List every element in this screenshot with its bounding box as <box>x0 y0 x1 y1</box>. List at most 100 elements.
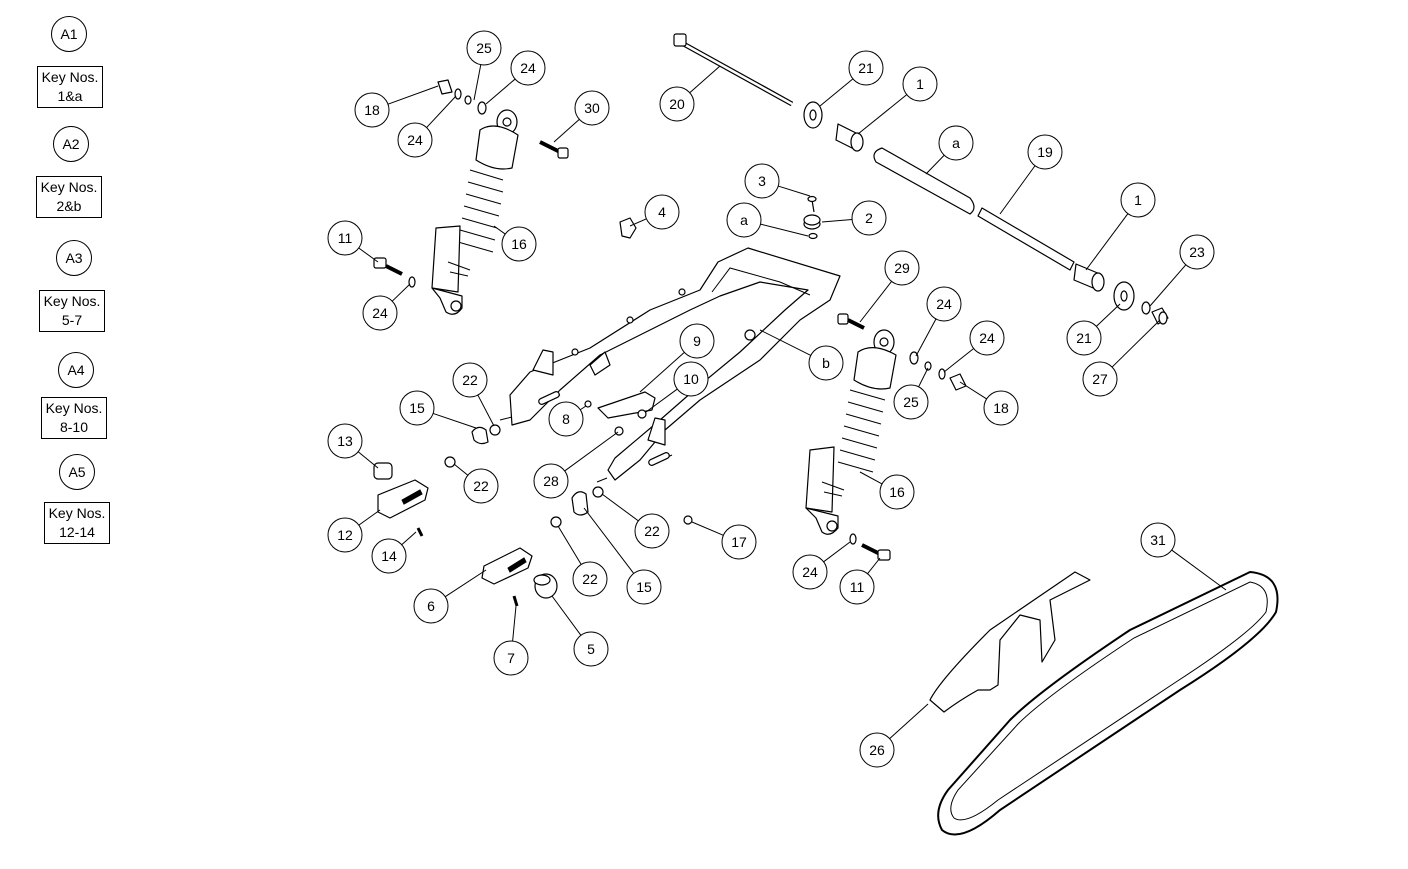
nut-27[interactable] <box>1151 307 1169 325</box>
nut-22-a[interactable] <box>489 424 501 436</box>
callout-22[interactable]: 22 <box>463 468 499 504</box>
callout-27[interactable]: 27 <box>1082 361 1118 397</box>
leader-line <box>1096 303 1121 327</box>
nut-22-d[interactable] <box>550 516 562 528</box>
callout-25[interactable]: 25 <box>893 384 929 420</box>
washer-23[interactable] <box>1141 301 1151 315</box>
callout-8[interactable]: 8 <box>548 401 584 437</box>
washer-24-c[interactable] <box>454 88 462 100</box>
callout-circle <box>859 732 895 768</box>
washer-21-lower[interactable] <box>1113 281 1135 311</box>
callout-b[interactable]: b <box>808 345 844 381</box>
callout-1[interactable]: 1 <box>1120 182 1156 218</box>
callout-2[interactable]: 2 <box>851 200 887 236</box>
bush-1-lower[interactable] <box>1073 263 1105 292</box>
plate-15-a[interactable] <box>471 426 489 445</box>
swing-arm[interactable] <box>499 247 841 483</box>
spindle-19[interactable] <box>977 207 1075 271</box>
callout-24[interactable]: 24 <box>792 554 828 590</box>
nut-22-c[interactable] <box>592 486 604 498</box>
bolt-30[interactable] <box>539 140 569 159</box>
nut-8[interactable] <box>584 400 592 408</box>
callout-17[interactable]: 17 <box>721 524 757 560</box>
callout-14[interactable]: 14 <box>371 538 407 574</box>
bolt-11-upper[interactable] <box>373 257 403 276</box>
callout-21[interactable]: 21 <box>1066 320 1102 356</box>
callout-22[interactable]: 22 <box>634 513 670 549</box>
bush-1-upper[interactable] <box>835 123 864 152</box>
washer-24-d[interactable] <box>477 101 487 115</box>
callout-10[interactable]: 10 <box>673 361 709 397</box>
pin-7[interactable] <box>512 595 519 607</box>
callout-16[interactable]: 16 <box>501 226 537 262</box>
callout-24[interactable]: 24 <box>510 50 546 86</box>
washer-24-a[interactable] <box>408 276 416 288</box>
washer-25-lower[interactable] <box>924 361 932 371</box>
leader-line <box>477 394 495 427</box>
pivot-bolt[interactable] <box>673 33 794 107</box>
nut-22-b[interactable] <box>444 456 456 468</box>
nut-17[interactable] <box>683 515 693 525</box>
washer-24-f[interactable] <box>938 368 946 380</box>
washer-21-upper[interactable] <box>803 101 823 129</box>
chain-guard-26[interactable] <box>929 571 1091 713</box>
nut-18-lower[interactable] <box>949 373 967 391</box>
callout-18[interactable]: 18 <box>354 92 390 128</box>
shock-absorber-left[interactable] <box>431 109 519 315</box>
shock-absorber-right[interactable] <box>805 329 897 535</box>
callout-1[interactable]: 1 <box>902 66 938 102</box>
bolt-29[interactable] <box>837 313 865 330</box>
bush-2[interactable] <box>803 214 821 230</box>
drive-chain-31[interactable] <box>937 570 1279 836</box>
washer-25-upper[interactable] <box>464 95 472 105</box>
roller-5[interactable] <box>533 573 558 599</box>
callout-24[interactable]: 24 <box>397 122 433 158</box>
callout-15[interactable]: 15 <box>626 569 662 605</box>
pin-14[interactable] <box>416 527 424 537</box>
callout-9[interactable]: 9 <box>679 323 715 359</box>
callout-29[interactable]: 29 <box>884 250 920 286</box>
callout-20[interactable]: 20 <box>659 86 695 122</box>
callout-7[interactable]: 7 <box>493 640 529 676</box>
callout-12[interactable]: 12 <box>327 517 363 553</box>
callout-24[interactable]: 24 <box>926 286 962 322</box>
washer-a[interactable] <box>808 232 818 240</box>
spacer-tube-a[interactable] <box>873 147 975 215</box>
leader-line <box>357 451 379 469</box>
bolt-11-lower[interactable] <box>861 543 891 561</box>
adjuster-6[interactable] <box>481 547 533 585</box>
callout-19[interactable]: 19 <box>1027 134 1063 170</box>
callout-5[interactable]: 5 <box>573 631 609 667</box>
callout-24[interactable]: 24 <box>362 295 398 331</box>
callout-23[interactable]: 23 <box>1179 234 1215 270</box>
callout-a[interactable]: a <box>726 202 762 238</box>
callout-18[interactable]: 18 <box>983 390 1019 426</box>
nut-10[interactable] <box>637 409 647 419</box>
callout-4[interactable]: 4 <box>644 194 680 230</box>
callout-6[interactable]: 6 <box>413 588 449 624</box>
callout-26[interactable]: 26 <box>859 732 895 768</box>
clip-4[interactable] <box>619 217 637 239</box>
callout-11[interactable]: 11 <box>839 569 875 605</box>
callout-3[interactable]: 3 <box>744 163 780 199</box>
plate-15-b[interactable] <box>571 491 589 516</box>
callout-13[interactable]: 13 <box>327 423 363 459</box>
adjuster-12[interactable] <box>377 479 429 519</box>
callout-label: 20 <box>669 96 685 112</box>
callout-30[interactable]: 30 <box>574 90 610 126</box>
callout-28[interactable]: 28 <box>533 463 569 499</box>
nut-18-upper[interactable] <box>437 79 453 95</box>
callout-15[interactable]: 15 <box>399 390 435 426</box>
washer-24-b[interactable] <box>849 533 857 545</box>
callout-a[interactable]: a <box>938 125 974 161</box>
callout-11[interactable]: 11 <box>327 220 363 256</box>
callout-24[interactable]: 24 <box>969 320 1005 356</box>
callout-21[interactable]: 21 <box>848 50 884 86</box>
callout-22[interactable]: 22 <box>452 362 488 398</box>
callout-25[interactable]: 25 <box>466 30 502 66</box>
callout-22[interactable]: 22 <box>572 561 608 597</box>
screw-3[interactable] <box>807 195 817 213</box>
callout-31[interactable]: 31 <box>1140 522 1176 558</box>
roller-13[interactable] <box>373 462 393 480</box>
callout-16[interactable]: 16 <box>879 474 915 510</box>
